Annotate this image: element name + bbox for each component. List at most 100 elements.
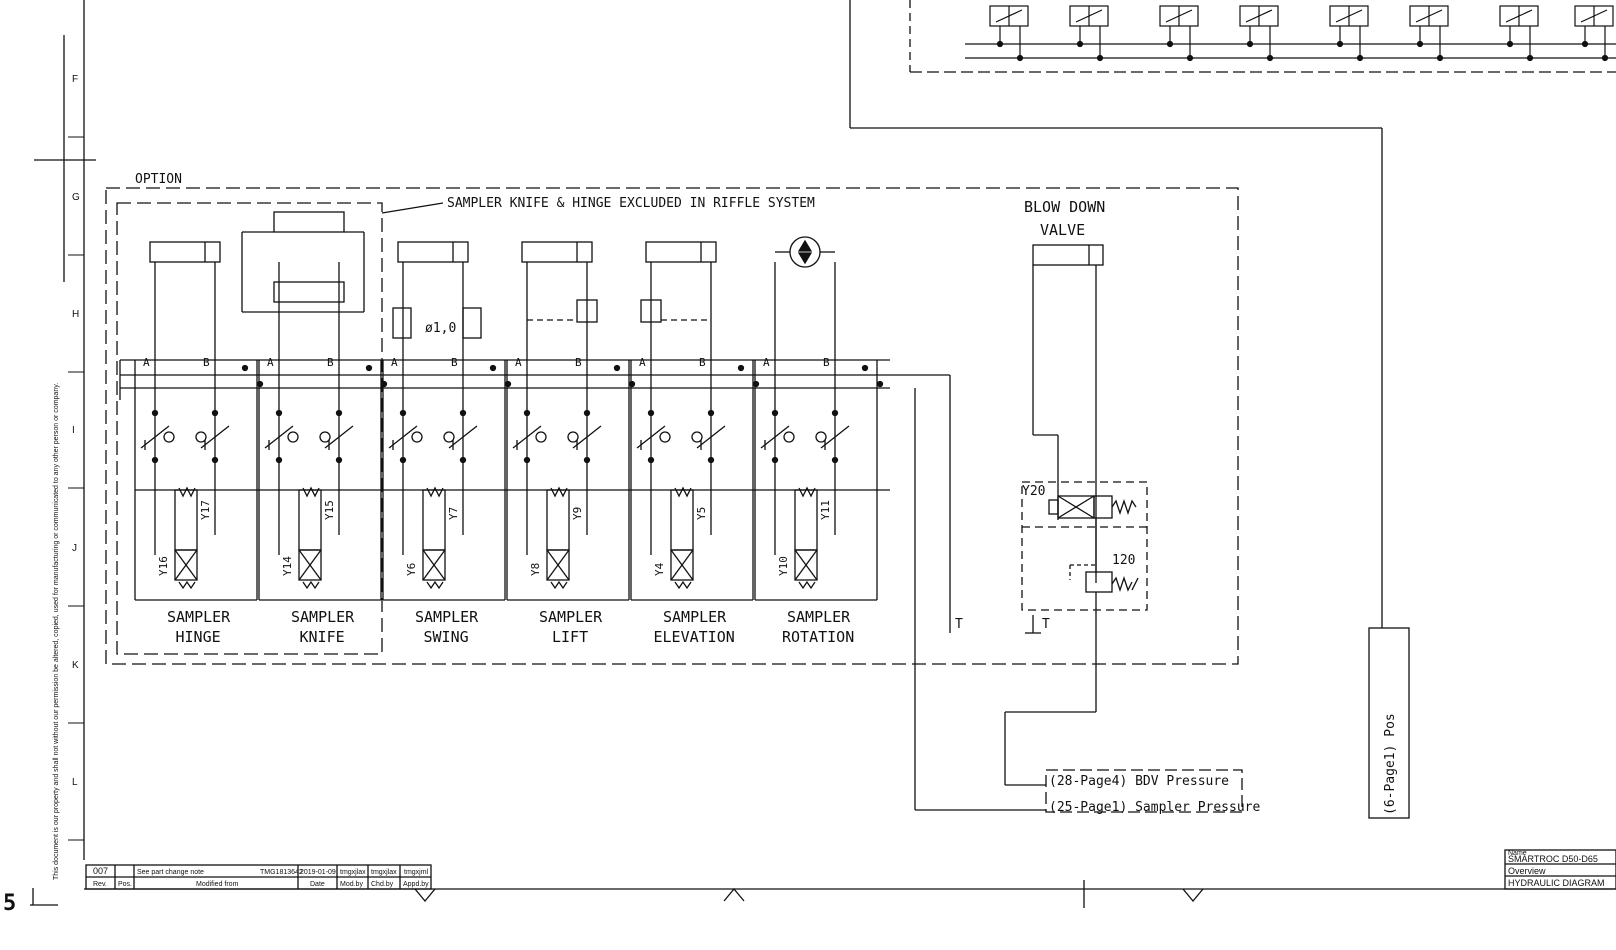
junction-dot [523,409,531,417]
valve-spool [670,549,694,581]
solenoid-a-label: Y17 [199,500,212,520]
spring-symbol [674,486,692,498]
rev-modified-from: TMG1813642 [260,869,303,876]
rev-appd-by: tmgxjml [404,869,429,876]
cylinder-body [397,241,469,263]
junction-dot [831,456,839,464]
cross-flow [174,549,198,581]
grid-row-label: H [72,309,79,320]
junction-dot [256,380,264,388]
spring-symbol [302,580,320,590]
orifice-a [392,307,412,339]
rev-header-appdby: Appd.by [403,881,429,888]
solenoid-a-label: Y5 [695,507,708,520]
top-valve-3 [1159,5,1199,62]
cylinder-body [149,241,221,263]
valve-spool [422,549,446,581]
junction-dot [211,409,219,417]
check-ball [319,431,331,443]
top-valve-flow [1245,9,1273,23]
section-name-2: KNIFE [300,628,345,646]
junction-dot [1581,40,1589,48]
throttle-arrow [264,425,294,449]
orifice-b [462,307,482,339]
port-a-label: A [267,356,274,369]
spring-symbol [798,580,816,590]
junction-dot [752,380,760,388]
disclaimer-text: This document is our property and shall … [53,383,60,880]
cross-flow [794,549,818,581]
spring-symbol [426,486,444,498]
blow-down-title-2: VALVE [1040,221,1085,239]
junction-dot [861,364,869,372]
section-name-2: LIFT [552,628,588,646]
grid-row-label: K [72,660,79,671]
pilot-check-valve [576,299,598,323]
rev-header-modby: Mod.by [340,881,363,888]
junction-dot [1166,40,1174,48]
top-valve-7 [1499,5,1539,62]
valve-spool [174,489,198,551]
junction-dot [1436,54,1444,62]
top-valve-flow [1075,9,1103,23]
section-name-2: HINGE [176,628,221,646]
orifice-label: ø1,0 [425,321,456,336]
port-b-label: B [203,356,210,369]
rev-date: 2019-01-09 [300,869,336,876]
cross-flow [670,549,694,581]
check-ball [287,431,299,443]
rev-header-chdby: Chd.by [371,881,394,888]
section-name-2: ROTATION [782,628,854,646]
junction-dot [1526,54,1534,62]
throttle-arrow [572,425,602,449]
junction-dot [1266,54,1274,62]
rev-note: See part change note [137,869,204,876]
port-a-label: A [391,356,398,369]
manifold-tank-label: T [955,617,963,632]
port-b-label: B [327,356,334,369]
machine-name: SMARTROC D50-D65 [1508,854,1598,864]
junction-dot [399,456,407,464]
solenoid-b-label: Y16 [157,556,170,576]
grid-row-label: F [72,74,78,85]
junction-dot [1356,54,1364,62]
top-valve-flow [1335,9,1363,23]
section-name-1: SAMPLER [539,608,603,626]
section-name-2: ELEVATION [654,628,735,646]
throttle-arrow [388,425,418,449]
port-a-label: A [639,356,646,369]
grid-row-label: I [72,425,75,436]
cylinder-body [273,211,345,233]
solenoid-b-label: Y14 [281,556,294,576]
spring-symbol [178,486,196,498]
top-valve-2 [1069,5,1109,62]
junction-dot [1601,54,1609,62]
junction-dot [399,409,407,417]
junction-dot [335,409,343,417]
junction-dot [1186,54,1194,62]
junction-dot [613,364,621,372]
check-ball [691,431,703,443]
junction-dot [771,409,779,417]
top-valve-5 [1329,5,1369,62]
junction-dot [365,364,373,372]
section-name-1: SAMPLER [291,608,355,626]
junction-dot [831,409,839,417]
top-valve-6 [1409,5,1449,62]
port-b-label: B [451,356,458,369]
cross-flow [298,549,322,581]
junction-dot [1506,40,1514,48]
sampler-pressure-ref: (25-Page1) Sampler Pressure [1049,800,1260,815]
valve-spool [794,549,818,581]
throttle-arrow [820,425,850,449]
check-ball [411,431,423,443]
check-ball [815,431,827,443]
cylinder-body [645,241,717,263]
throttle-arrow [636,425,666,449]
spring-symbol [550,580,568,590]
junction-dot [737,364,745,372]
valve-spool [670,489,694,551]
